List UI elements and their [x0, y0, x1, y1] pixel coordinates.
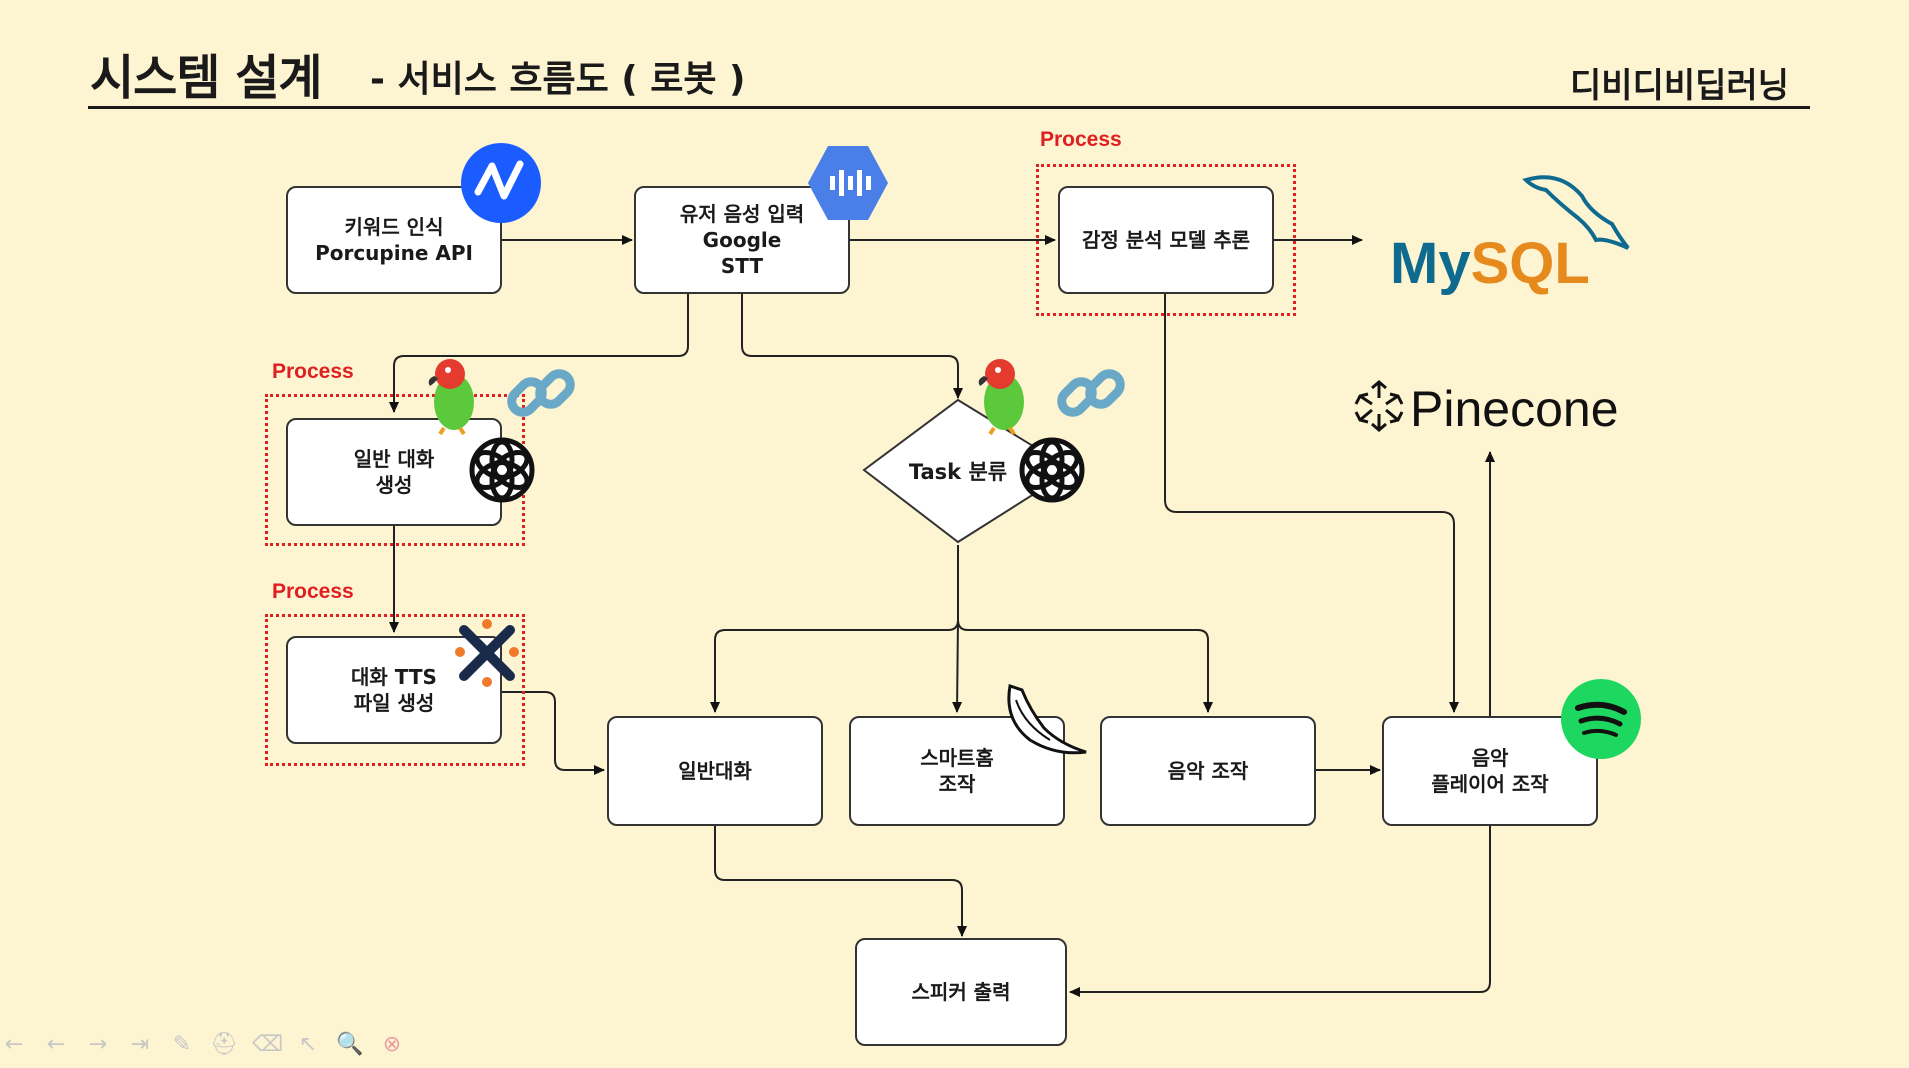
pinecone-logo: Pinecone: [1410, 381, 1619, 437]
parrot-icon: [428, 359, 474, 436]
close-icon[interactable]: ⊗: [382, 1032, 402, 1057]
node-user-voice-input: 유저 음성 입력 Google STT: [634, 186, 850, 294]
pen-icon[interactable]: ✎: [172, 1032, 192, 1057]
mysql-dolphin-icon: [1522, 175, 1630, 250]
node-tts-file-gen: 대화 TTS 파일 생성: [286, 636, 502, 744]
porcupine-icon: [461, 143, 541, 223]
node-music-control: 음악 조작: [1100, 716, 1316, 826]
edge-player-speaker: [1069, 826, 1491, 997]
node-speaker-output: 스피커 출력: [855, 938, 1067, 1046]
chain-link-icon: [507, 369, 575, 417]
chain-link-icon-task: [1057, 369, 1125, 417]
node-task-classify: Task 분류: [908, 460, 1008, 484]
node-general-chat: 일반대화: [607, 716, 823, 826]
last-slide-icon[interactable]: ⇥: [130, 1032, 150, 1057]
edge-task-smarthome: [952, 619, 963, 713]
highlighter-icon[interactable]: ⛑: [210, 1032, 238, 1057]
edge-emotion-player: [1164, 294, 1459, 713]
team-brand: 디비디비딥러닝: [1570, 66, 1789, 106]
prev-slide-icon[interactable]: ←: [46, 1032, 66, 1057]
node-keyword-recognition: 키워드 인식 Porcupine API: [286, 186, 502, 294]
spotify-icon: [1561, 679, 1641, 759]
process-frame-tts: [265, 614, 525, 766]
edge-tts-general: [502, 691, 605, 775]
presentation-toolbar: ← ← → ⇥ ✎ ⛑ ⌫ ↖ 🔍 ⊗: [0, 1032, 406, 1057]
google-stt-icon: [808, 146, 888, 220]
pinecone-icon: [1354, 380, 1404, 432]
process-label-emotion: Process: [1040, 128, 1122, 151]
openai-icon: [469, 437, 535, 503]
edge-voice-task: [741, 294, 963, 399]
pointer-icon[interactable]: ↖: [298, 1032, 318, 1057]
mysql-logo: MySQL: [1390, 231, 1590, 296]
process-label-general-gen: Process: [272, 360, 354, 383]
first-slide-icon[interactable]: ←: [4, 1032, 24, 1057]
edge-general-speaker: [714, 826, 967, 937]
process-label-tts: Process: [272, 580, 354, 603]
edge-task-music: [957, 619, 1213, 713]
tts-logo-icon: [455, 619, 519, 687]
node-general-chat-gen: 일반 대화 생성: [286, 418, 502, 526]
eraser-icon[interactable]: ⌫: [252, 1032, 284, 1057]
openai-icon-task: [1019, 437, 1085, 503]
edge-task-general: [710, 545, 959, 713]
node-emotion-analysis: 감정 분석 모델 추론: [1058, 186, 1274, 294]
process-frame-emotion: [1036, 164, 1296, 316]
page-title: 시스템 설계: [90, 50, 323, 106]
parrot-icon-task: [978, 359, 1024, 436]
edge-voice-general-gen: [389, 294, 689, 413]
flask-logo-icon: [1007, 684, 1087, 755]
node-music-player: 음악 플레이어 조작: [1382, 716, 1598, 826]
title-divider: [88, 106, 1810, 109]
next-slide-icon[interactable]: →: [88, 1032, 108, 1057]
zoom-icon[interactable]: 🔍: [336, 1032, 364, 1057]
page-subtitle: - 서비스 흐름도 ( 로봇 ): [370, 59, 746, 100]
